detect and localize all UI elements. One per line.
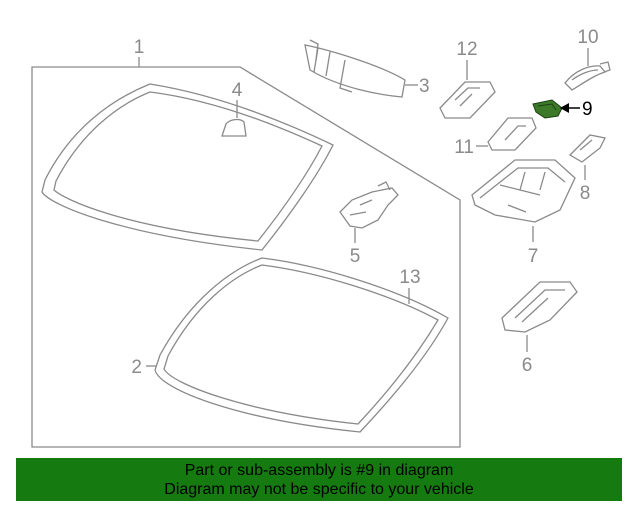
console-housing xyxy=(471,159,576,223)
banner-line-1: Part or sub-assembly is #9 in diagram xyxy=(184,462,454,479)
sensor-bracket xyxy=(221,118,247,137)
assembly-frame xyxy=(31,66,461,448)
callout-2: 2 xyxy=(131,357,142,378)
callout-13: 13 xyxy=(399,267,420,288)
windshield-glass xyxy=(41,83,334,251)
banner-line-2: Diagram may not be specific to your vehi… xyxy=(164,481,474,498)
callout-1: 1 xyxy=(134,37,145,58)
wire-harness xyxy=(564,61,611,91)
callout-7: 7 xyxy=(528,246,539,267)
callout-6: 6 xyxy=(522,355,533,376)
callout-8: 8 xyxy=(580,183,591,204)
callout-10: 10 xyxy=(577,27,598,48)
callout-11: 11 xyxy=(454,137,474,158)
info-banner: Part or sub-assembly is #9 in diagram Di… xyxy=(16,458,622,501)
callout-9: 9 xyxy=(582,99,593,120)
trim-cover-11 xyxy=(487,117,537,151)
callout-5: 5 xyxy=(350,246,361,267)
retainer-clip xyxy=(568,134,606,163)
highlighted-part-9 xyxy=(532,99,580,119)
trim-cover-6 xyxy=(501,281,578,333)
rear-view-mirror xyxy=(304,39,406,98)
parts-diagram: 1 4 3 12 10 9 11 8 7 6 5 13 2 xyxy=(31,27,611,448)
windshield-moulding xyxy=(154,257,449,433)
callout-12: 12 xyxy=(456,39,477,60)
trim-cover-12 xyxy=(439,81,496,119)
clip-bracket xyxy=(339,181,399,229)
callout-4: 4 xyxy=(232,80,243,101)
callout-3: 3 xyxy=(419,76,430,97)
